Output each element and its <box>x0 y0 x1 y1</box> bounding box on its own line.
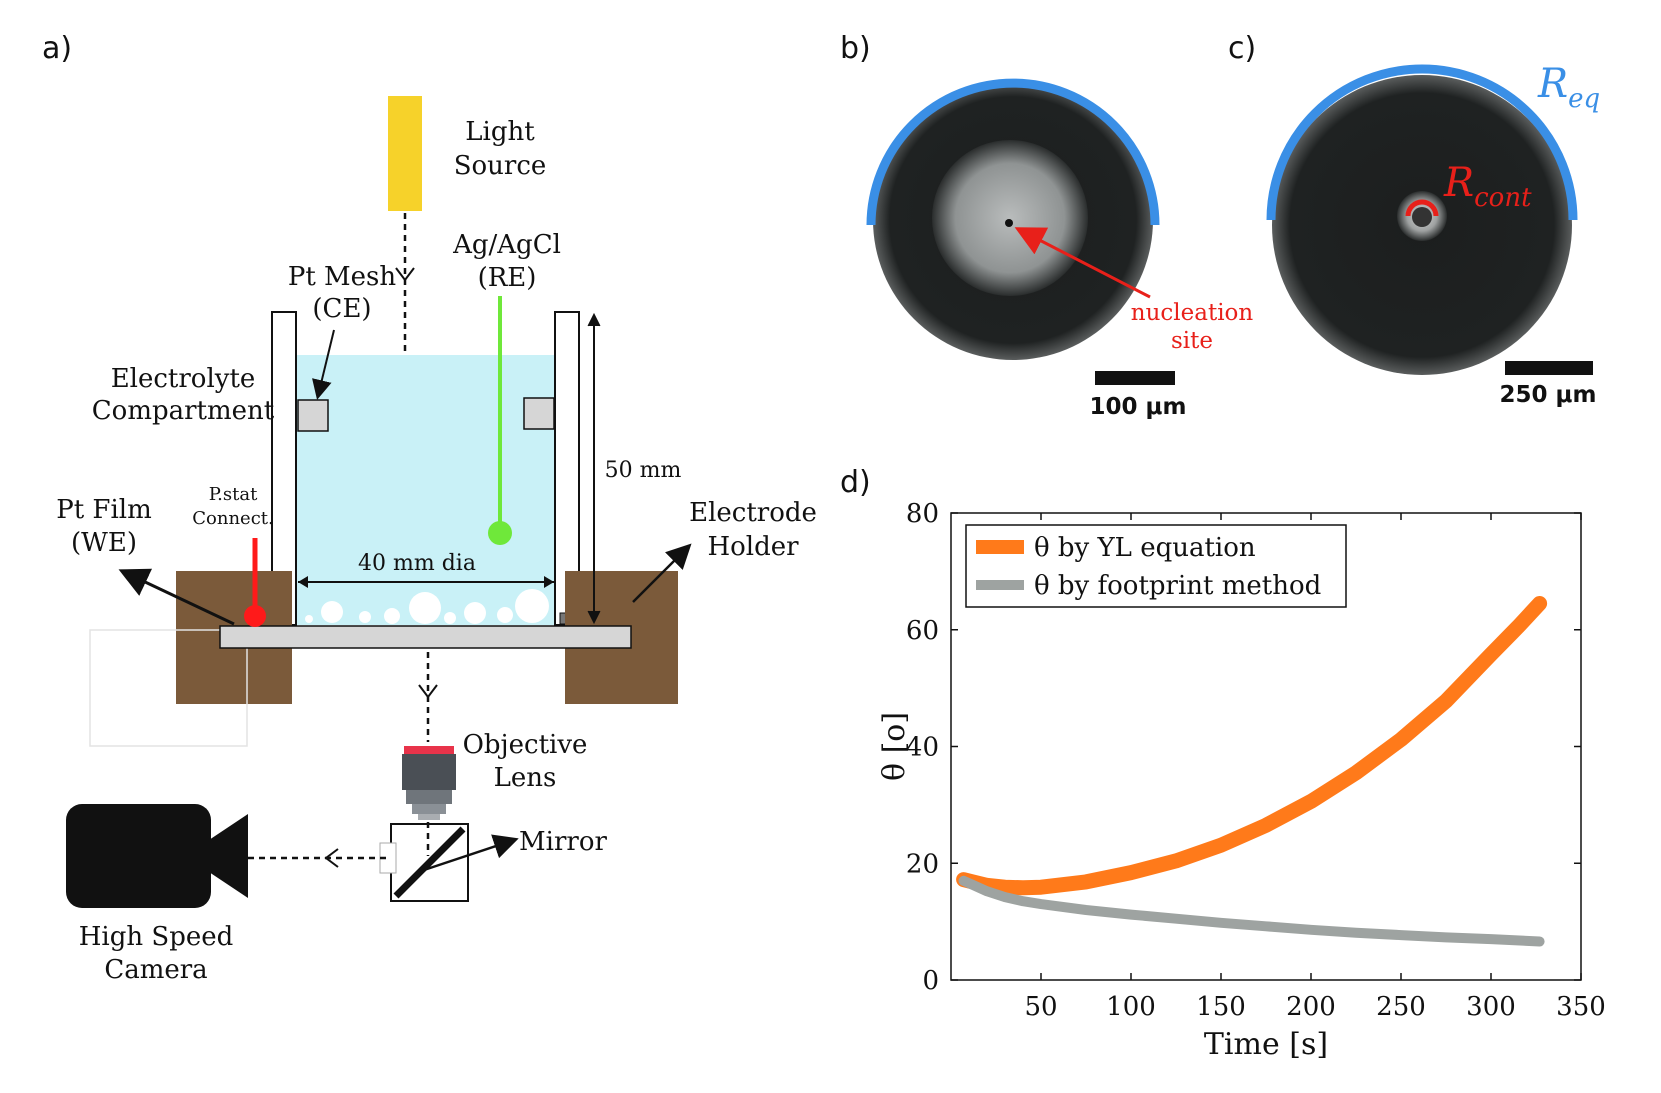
light-source <box>388 96 422 211</box>
pstat-label-1: P.stat <box>209 484 258 505</box>
legend-box <box>965 524 1347 608</box>
pt-mesh-right <box>523 397 555 430</box>
light-source-label-1: Light <box>465 117 535 147</box>
pt-film <box>219 625 632 649</box>
r-cont-label: Rcont <box>1443 160 1532 213</box>
objective-lens <box>402 746 456 820</box>
scalebar-c <box>1505 361 1593 375</box>
series-line-0 <box>956 596 1548 896</box>
faint-box <box>89 629 248 747</box>
x-tick-label-4: 250 <box>1376 992 1426 1022</box>
panel-label-a: a) <box>42 31 72 66</box>
panel-label-d: d) <box>840 465 871 500</box>
scalebar-b <box>1095 371 1175 385</box>
re-label-2: (RE) <box>478 263 537 293</box>
legend-label-0: θ by YL equation <box>1034 533 1256 563</box>
scalebar-b-label: 100 μm <box>1090 394 1187 420</box>
holder-label-1: Electrode <box>689 498 817 528</box>
height-label: 50 mm <box>605 458 682 483</box>
mirror-label: Mirror <box>519 827 607 857</box>
pt-mesh-left <box>297 399 329 432</box>
nucleation-label-2: site <box>1171 328 1213 354</box>
legend-label-1: θ by footprint method <box>1034 571 1321 601</box>
r-eq-label: Req <box>1537 61 1600 114</box>
light-path-arrow <box>395 267 415 282</box>
camera-icon <box>66 804 248 908</box>
we-label-1: Pt Film <box>56 495 152 525</box>
nucleation-label-1: nucleation <box>1131 300 1254 326</box>
panel-label-b: b) <box>840 31 871 66</box>
objective-label-1: Objective <box>463 730 588 760</box>
panel-a-setup: a) Light Source Ag/AgCl (RE) <box>42 31 817 985</box>
re-tip <box>488 521 512 545</box>
panel-c-image: c) Req Rcont 250 μm <box>1228 31 1600 408</box>
electrolyte <box>297 355 557 625</box>
contact-spot-b <box>932 140 1088 296</box>
r-eq-arc-c <box>1266 64 1578 221</box>
light-path-arrow-2 <box>418 684 438 699</box>
series-line-1 <box>958 875 1545 947</box>
pstat-label-2: Connect. <box>192 508 273 529</box>
y-tick-label-3: 60 <box>906 616 939 646</box>
r-cont-arc <box>1405 199 1439 217</box>
y-tick-label-0: 0 <box>922 966 939 996</box>
bubble-core-c <box>1412 207 1432 227</box>
objective-label-2: Lens <box>494 763 557 793</box>
x-tick-label-0: 50 <box>1024 992 1057 1022</box>
bubbles <box>305 589 549 624</box>
re-label-1: Ag/AgCl <box>452 230 561 260</box>
y-tick-label-4: 80 <box>906 499 939 529</box>
camera-label-2: Camera <box>104 955 207 985</box>
panel-b-image: b) nucleation site 100 μm <box>840 31 1253 420</box>
x-tick-label-1: 100 <box>1106 992 1156 1022</box>
x-tick-label-5: 300 <box>1466 992 1516 1022</box>
mirror-arrow <box>423 834 519 872</box>
ce-label-1: Pt Mesh <box>288 262 397 292</box>
mirror <box>393 826 466 899</box>
r-eq-arc-b <box>866 78 1160 226</box>
diameter-arrow-right <box>544 576 554 588</box>
diameter-arrow-left <box>298 576 308 588</box>
scalebar-c-label: 250 μm <box>1500 382 1597 408</box>
ce-label-2: (CE) <box>312 294 371 324</box>
pstat-contact <box>244 605 266 627</box>
nucleation-arrow <box>1014 227 1151 299</box>
height-arrow-top <box>587 312 601 327</box>
height-arrow-bottom <box>587 610 601 625</box>
x-tick-label-2: 150 <box>1196 992 1246 1022</box>
nucleation-point <box>1005 219 1013 227</box>
we-arrow <box>118 568 235 626</box>
we-label-2: (WE) <box>71 528 137 558</box>
compartment-label-2: Compartment <box>92 396 275 426</box>
ce-arrow <box>312 329 335 400</box>
light-path-arrow-3 <box>324 848 339 868</box>
x-tick-label-3: 200 <box>1286 992 1336 1022</box>
x-axis-label: Time [s] <box>1204 1027 1328 1062</box>
holder-arrow <box>632 543 692 603</box>
light-source-label-2: Source <box>454 151 547 181</box>
y-tick-label-1: 20 <box>906 849 939 879</box>
camera-label-1: High Speed <box>79 922 234 952</box>
x-tick-label-6: 350 <box>1556 992 1606 1022</box>
compartment-label-1: Electrolyte <box>111 364 256 394</box>
panel-label-c: c) <box>1228 31 1256 66</box>
y-tick-label-2: 40 <box>906 733 939 763</box>
holder-label-2: Holder <box>707 532 799 562</box>
diameter-label: 40 mm dia <box>358 551 476 576</box>
y-axis-label: θ [o] <box>877 712 912 781</box>
